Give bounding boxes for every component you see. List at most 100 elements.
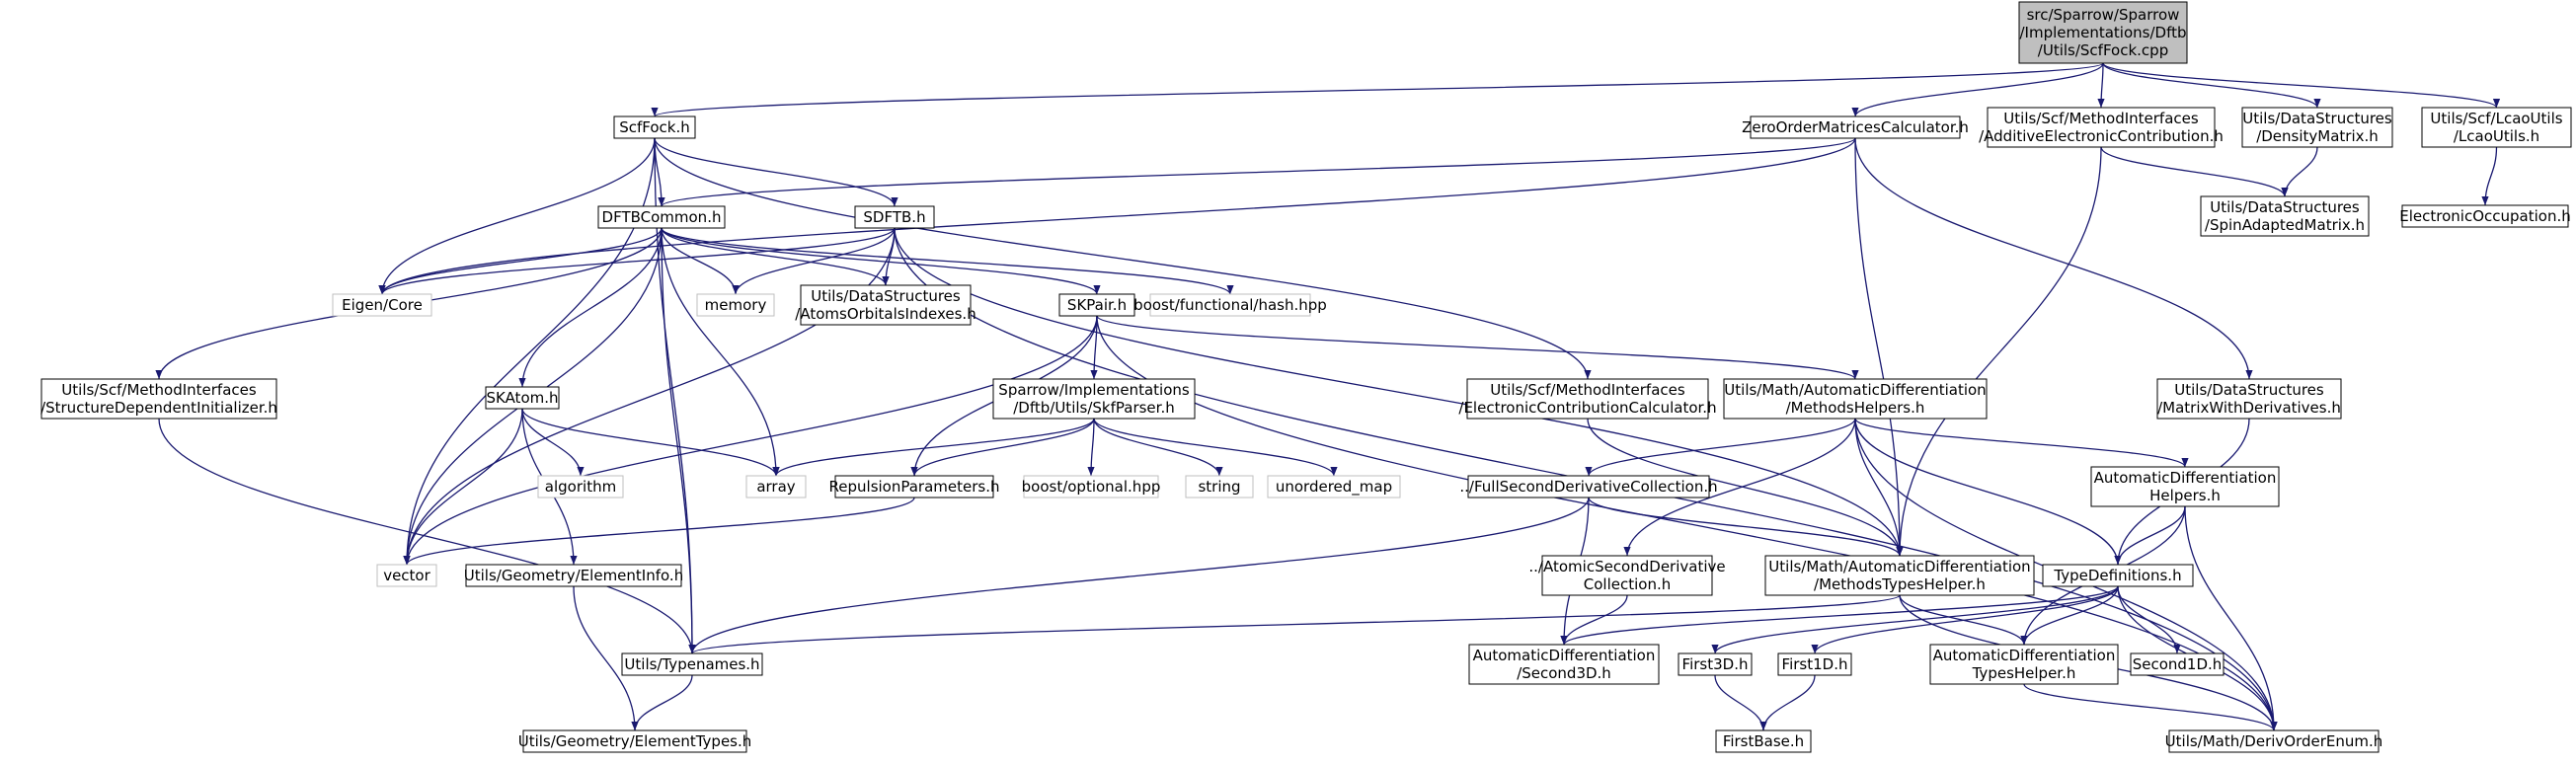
node-label-atomicsecond-1: Collection.h [1584,575,1671,593]
edge-structdep-to-typenames [158,418,696,654]
node-label-root-2: /Utils/ScfFock.cpp [2038,41,2168,59]
node-box-second1d [2130,652,2225,676]
node-skatom[interactable]: SKAtom.h [485,386,560,410]
node-label-methodshelpers-1: /MethodsHelpers.h [1786,399,1925,417]
edge-eleccontrib-to-methodstypes [1587,418,1904,557]
edge-typedefs-to-first3d [1711,585,2119,654]
node-label-skatom-0: SKAtom.h [486,389,558,407]
node-spinadapted[interactable]: Utils/DataStructures/SpinAdaptedMatrix.h [2200,195,2370,237]
node-elementtypes[interactable]: Utils/Geometry/ElementTypes.h [518,729,752,753]
edge-dftbcommon-to-typenames [661,227,696,654]
edge-zeroorder-to-eigencore [378,137,1856,295]
node-repulsion[interactable]: RepulsionParameters.h [829,475,1000,498]
node-structdep[interactable]: Utils/Scf/MethodInterfaces/StructureDepe… [40,378,277,420]
node-second1d[interactable]: Second1D.h [2130,652,2225,676]
node-root[interactable]: src/Sparrow/Sparrow/Implementations/Dftb… [2018,1,2188,64]
edge-skfparser-to-repulsion [910,418,1095,477]
node-unorderedmap: unordered_map [1267,475,1401,498]
node-first3d[interactable]: First3D.h [1678,652,1753,676]
node-label-eleccontrib-1: /ElectronicContributionCalculator.h [1458,399,1716,417]
node-box-first3d [1678,652,1753,676]
node-label-derivorder-0: Utils/Math/DerivOrderEnum.h [2165,732,2383,750]
node-label-autodiffhelpers-1: Helpers.h [2149,487,2221,504]
edge-autodiffhelpers-to-derivorder [2184,505,2278,731]
node-label-vector-0: vector [383,567,430,584]
node-eleccontrib[interactable]: Utils/Scf/MethodInterfaces/ElectronicCon… [1458,378,1717,420]
edge-first1d-to-firstbase [1759,674,1816,731]
edge-typedefs-to-autodifftypes [2020,585,2119,646]
node-label-eigencore-0: Eigen/Core [342,296,423,314]
node-fullsecond[interactable]: ../FullSecondDerivativeCollection.h [1459,475,1718,498]
node-additive[interactable]: Utils/Scf/MethodInterfaces/AdditiveElect… [1979,107,2224,148]
node-box-skfparser [992,378,1196,420]
node-electronicocc[interactable]: ElectronicOccupation.h [2399,204,2571,228]
edge-dftbcommon-to-eigencore [378,227,663,295]
edge-zeroorder-to-methodstypes [1854,137,1904,557]
node-box-elementinfo [465,564,682,587]
node-label-repulsion-0: RepulsionParameters.h [829,478,1000,496]
node-typenames[interactable]: Utils/Typenames.h [621,652,763,676]
node-lcaoutils[interactable]: Utils/Scf/LcaoUtils/LcaoUtils.h [2421,107,2572,148]
node-box-second3d [1468,644,1660,685]
edge-skatom-to-algorithm [521,408,585,477]
node-box-firstbase [1715,729,1812,753]
node-first1d[interactable]: First1D.h [1777,652,1852,676]
node-label-algorithm-0: algorithm [545,478,616,496]
node-label-structdep-0: Utils/Scf/MethodInterfaces [61,381,257,399]
node-derivorder[interactable]: Utils/Math/DerivOrderEnum.h [2165,729,2383,753]
node-box-root [2018,1,2188,64]
node-box-dftbcommon [597,205,726,229]
node-box-memory [696,293,775,317]
node-label-zeroorder-0: ZeroOrderMatricesCalculator.h [1742,118,1969,136]
node-box-skatom [485,386,560,410]
node-label-atomsorbitals-1: /AtomsOrbitalsIndexes.h [795,305,976,323]
node-zeroorder[interactable]: ZeroOrderMatricesCalculator.h [1742,115,1969,139]
file-nodes: src/Sparrow/Sparrow/Implementations/Dftb… [40,1,2572,753]
node-skfparser[interactable]: Sparrow/Implementations/Dftb/Utils/SkfPa… [992,378,1196,420]
node-scffock_h[interactable]: ScfFock.h [613,115,696,139]
node-elementinfo[interactable]: Utils/Geometry/ElementInfo.h [464,564,683,587]
edge-dftbcommon-to-memory [661,227,740,295]
node-skpair[interactable]: SKPair.h [1058,293,1135,317]
edge-root-to-densitymatrix [2102,62,2321,109]
node-box-vector [376,564,437,587]
edge-typedefs-to-second3d [1560,585,2119,646]
edge-zeroorder-to-dftbcommon [658,137,1856,207]
node-label-lcaoutils-0: Utils/Scf/LcaoUtils [2430,110,2562,127]
edge-skpair-to-vector [403,315,1098,566]
node-box-autodifftypes [1929,644,2119,685]
node-second3d[interactable]: AutomaticDifferentiation/Second3D.h [1468,644,1660,685]
node-label-elementinfo-0: Utils/Geometry/ElementInfo.h [464,567,683,584]
node-box-eigencore [332,293,432,317]
node-typedefs[interactable]: TypeDefinitions.h [2042,564,2194,587]
node-box-elementtypes [522,729,747,753]
edge-fullsecond-to-typenames [688,497,1590,654]
node-methodshelpers[interactable]: Utils/Math/AutomaticDifferentiation/Meth… [1723,378,1988,420]
node-label-matrixwithderiv-0: Utils/DataStructures [2174,381,2324,399]
node-label-typedefs-0: TypeDefinitions.h [2053,567,2181,584]
node-label-skfparser-0: Sparrow/Implementations [998,381,1190,399]
node-label-memory-0: memory [705,296,767,314]
node-sdftb[interactable]: SDFTB.h [854,205,935,229]
node-label-dftbcommon-0: DFTBCommon.h [602,208,722,226]
node-label-atomicsecond-0: ../AtomicSecondDerivative [1528,558,1725,575]
node-densitymatrix[interactable]: Utils/DataStructures/DensityMatrix.h [2241,107,2393,148]
node-atomsorbitals[interactable]: Utils/DataStructures/AtomsOrbitalsIndexe… [795,284,976,326]
node-dftbcommon[interactable]: DFTBCommon.h [597,205,726,229]
node-label-array-0: array [756,478,795,496]
node-label-fullsecond-0: ../FullSecondDerivativeCollection.h [1459,478,1717,496]
node-firstbase[interactable]: FirstBase.h [1715,729,1812,753]
node-box-autodiffhelpers [2090,466,2280,507]
node-matrixwithderiv[interactable]: Utils/DataStructures/MatrixWithDerivativ… [2156,378,2342,420]
node-label-scffock_h-0: ScfFock.h [619,118,690,136]
node-box-sdftb [854,205,935,229]
node-label-skpair-0: SKPair.h [1067,296,1127,314]
node-box-derivorder [2168,729,2380,753]
node-box-methodshelpers [1723,378,1988,420]
edge-root-to-zeroorder [1851,62,2104,117]
node-methodstypes[interactable]: Utils/Math/AutomaticDifferentiation/Meth… [1764,555,2035,596]
edge-skatom-to-array [521,408,780,477]
